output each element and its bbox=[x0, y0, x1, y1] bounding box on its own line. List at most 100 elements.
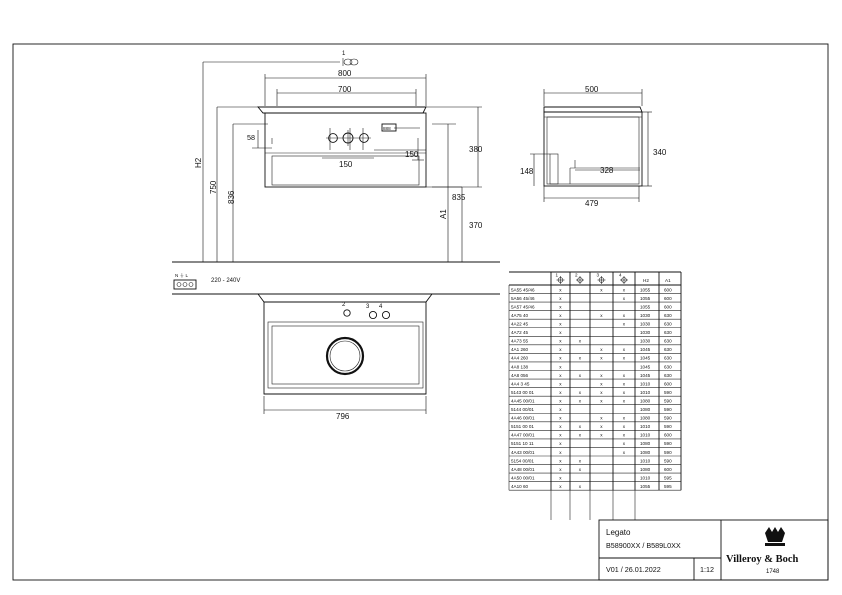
table-row-h2: 1045 bbox=[640, 356, 651, 361]
table-header-number: 3 bbox=[597, 273, 600, 278]
table-row-mark: x bbox=[559, 458, 562, 463]
table-row-h2: 1080 bbox=[640, 450, 651, 455]
table-row-mark: x bbox=[579, 484, 582, 489]
table-row-mark: x bbox=[600, 287, 603, 292]
table-row-mark: x bbox=[559, 322, 562, 327]
table-row-a1: 590 bbox=[664, 407, 672, 412]
table-row-mark: x bbox=[559, 441, 562, 446]
table-row-mark: x bbox=[559, 484, 562, 489]
table-row-h2: 1080 bbox=[640, 407, 651, 412]
table-row-h2: 1080 bbox=[640, 398, 651, 403]
table-row-mark: x bbox=[579, 458, 582, 463]
table-header-number: 4 bbox=[619, 273, 622, 278]
table-row-a1: 630 bbox=[664, 330, 672, 335]
table-row-mark: x bbox=[600, 373, 603, 378]
dim-340: 340 bbox=[653, 148, 667, 157]
dim-800: 800 bbox=[338, 69, 352, 78]
table-row-mark: x bbox=[600, 356, 603, 361]
table-row-h2: 1055 bbox=[640, 287, 651, 292]
table-row-mark: x bbox=[600, 390, 603, 395]
dim-370: 370 bbox=[469, 221, 483, 230]
table-row-mark: x bbox=[623, 347, 626, 352]
table-row-mark: x bbox=[623, 433, 626, 438]
table-row-a1: 590 bbox=[664, 416, 672, 421]
table-row-mark: x bbox=[559, 296, 562, 301]
table-row-h2: 1045 bbox=[640, 373, 651, 378]
electrical-connection: N ⏚ L 220 - 240V bbox=[173, 272, 240, 290]
table-row-mark: x bbox=[559, 304, 562, 309]
side-elevation-view: 500 340 148 328 479 bbox=[520, 85, 667, 208]
table-row-h2: 1030 bbox=[640, 330, 651, 335]
front-elevation-view: 888 1 800 bbox=[172, 51, 500, 263]
table-row-code: 4A1 260 bbox=[511, 347, 529, 352]
drawing-scale: 1:12 bbox=[700, 565, 714, 574]
table-row-mark: x bbox=[559, 313, 562, 318]
table-row-mark: x bbox=[623, 313, 626, 318]
table-row-h2: 1055 bbox=[640, 304, 651, 309]
dim-h2: H2 bbox=[194, 157, 203, 168]
table-row-a1: 630 bbox=[664, 347, 672, 352]
marker-2: 2 bbox=[342, 302, 346, 308]
table-row-code: 4A45 00/01 bbox=[511, 398, 535, 403]
table-row-a1: 600 bbox=[664, 287, 672, 292]
table-row-code: 4A8 138 bbox=[511, 364, 529, 369]
table-row-mark: x bbox=[559, 424, 562, 429]
table-row-mark: x bbox=[579, 339, 582, 344]
table-row-a1: 600 bbox=[664, 381, 672, 386]
table-row-a1: 630 bbox=[664, 339, 672, 344]
table-row-h2: 1030 bbox=[640, 313, 651, 318]
table-row-mark: x bbox=[600, 398, 603, 403]
table-row-mark: x bbox=[600, 347, 603, 352]
table-row-code: 5A55 45/46 bbox=[511, 287, 535, 292]
table-row-a1: 600 bbox=[664, 433, 672, 438]
table-row-code: 4A8 056 bbox=[511, 373, 529, 378]
table-row-a1: 600 bbox=[664, 467, 672, 472]
brand-logo: Villeroy & Boch 1748 bbox=[726, 527, 798, 575]
table-row-mark: x bbox=[579, 433, 582, 438]
svg-text:888: 888 bbox=[383, 126, 391, 131]
electrical-symbols: N ⏚ L bbox=[175, 272, 188, 278]
table-row-code: 4A72 45 bbox=[511, 330, 529, 335]
table-row-a1: 590 bbox=[664, 390, 672, 395]
table-row-mark: x bbox=[623, 287, 626, 292]
table-row-a1: 590 bbox=[664, 450, 672, 455]
table-row-a1: 590 bbox=[664, 458, 672, 463]
table-row-mark: x bbox=[623, 416, 626, 421]
dim-500: 500 bbox=[585, 85, 599, 94]
table-row-h2: 1010 bbox=[640, 390, 651, 395]
table-row-mark: x bbox=[559, 381, 562, 386]
table-row-a1: 590 bbox=[664, 441, 672, 446]
table-row-code: 5143 00 01 bbox=[511, 390, 534, 395]
table-row-a1: 630 bbox=[664, 322, 672, 327]
table-row-mark: x bbox=[559, 287, 562, 292]
title-block: Legato B58900XX / B589L0XX V01 / 26.01.2… bbox=[598, 519, 829, 581]
table-row-mark: x bbox=[623, 381, 626, 386]
table-row-code: 5154 00/01 bbox=[511, 458, 534, 463]
table-row-code: 4A46 00/01 bbox=[511, 416, 535, 421]
dim-479: 479 bbox=[585, 199, 599, 208]
table-row-mark: x bbox=[600, 381, 603, 386]
marker-3: 3 bbox=[366, 304, 370, 310]
product-name: Legato bbox=[606, 528, 631, 537]
dim-150-b: 150 bbox=[405, 150, 419, 159]
table-row-mark: x bbox=[623, 398, 626, 403]
table-row-mark: x bbox=[559, 356, 562, 361]
brand-since: 1748 bbox=[766, 569, 780, 575]
table-row-h2: 1055 bbox=[640, 484, 651, 489]
table-row-h2: 1010 bbox=[640, 475, 651, 480]
table-row-a1: 630 bbox=[664, 313, 672, 318]
version-date: V01 / 26.01.2022 bbox=[606, 565, 661, 574]
table-row-code: 4A50 00/01 bbox=[511, 475, 535, 480]
table-row-h2: 1010 bbox=[640, 424, 651, 429]
table-row-h2: 1030 bbox=[640, 339, 651, 344]
table-row-code: 4A4 260 bbox=[511, 356, 529, 361]
table-row-h2: 1030 bbox=[640, 322, 651, 327]
table-row-mark: x bbox=[579, 424, 582, 429]
table-row-mark: x bbox=[559, 433, 562, 438]
table-row-h2: 1045 bbox=[640, 347, 651, 352]
table-row-a1: 600 bbox=[664, 296, 672, 301]
table-row-mark: x bbox=[559, 390, 562, 395]
table-row-mark: x bbox=[623, 450, 626, 455]
